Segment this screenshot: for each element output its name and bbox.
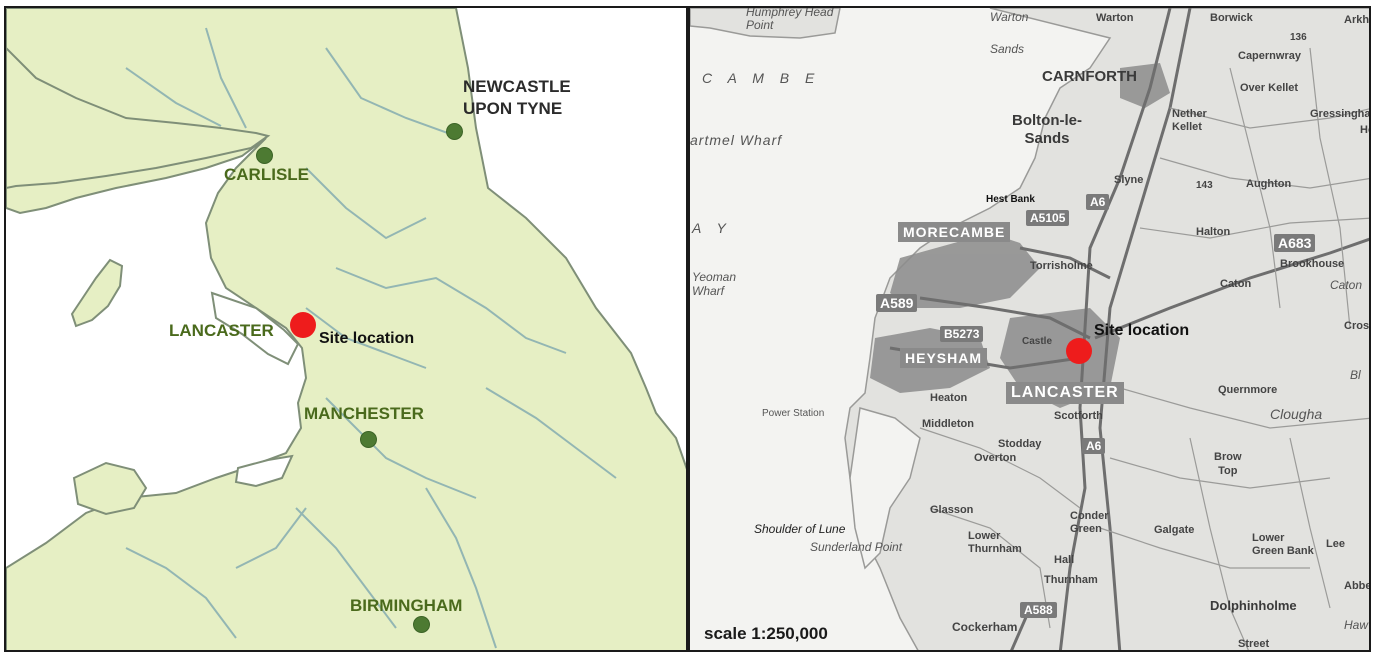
place-num-136: 136 <box>1290 32 1307 43</box>
place-middleton: Middleton <box>922 418 974 430</box>
place-arkh: Arkh <box>1344 14 1370 26</box>
place-thurnham: Thurnham <box>1044 574 1098 586</box>
isle-of-man <box>70 258 124 328</box>
place-cockerham: Cockerham <box>952 620 1018 634</box>
place-dolphinholme: Dolphinholme <box>1210 598 1297 613</box>
place-carnforth: CARNFORTH <box>1042 68 1137 85</box>
place-nether-kellet: Nether Kellet <box>1172 108 1207 133</box>
place-shoulder-of-lune: Shoulder of Lune <box>754 522 846 536</box>
map-scale: scale 1:250,000 <box>704 624 828 643</box>
place-galgate: Galgate <box>1154 524 1195 536</box>
place-haw: Haw <box>1344 618 1369 632</box>
mainland <box>6 8 686 650</box>
road-shield-a588: A588 <box>1020 602 1057 618</box>
overview-map-graphic <box>6 8 686 650</box>
site-location-label: Site location <box>319 330 415 347</box>
place-overton: Overton <box>974 452 1017 464</box>
place-halton: Halton <box>1196 226 1231 238</box>
road-shield-a5105: A5105 <box>1026 210 1070 226</box>
place-brow-top: Brow Top <box>1214 451 1242 477</box>
place-warton: Warton <box>1096 12 1134 24</box>
place-sands: Sands <box>990 42 1025 56</box>
road-shield-b5273: B5273 <box>940 326 984 342</box>
detail-map[interactable]: Humphrey Head Point Warton Sands Warton … <box>688 6 1371 652</box>
city-dot-manchester <box>360 431 377 448</box>
city-dot-carlisle <box>256 147 273 164</box>
city-label-lancaster: LANCASTER <box>169 321 274 340</box>
place-capernwray: Capernwray <box>1238 50 1301 62</box>
place-bolton-le-sands: Bolton-le- Sands <box>1012 112 1082 147</box>
place-hest-bank: Hest Bank <box>986 194 1035 205</box>
place-lee: Lee <box>1326 538 1345 550</box>
place-num-143: 143 <box>1196 180 1213 191</box>
road-shield-a683: A683 <box>1274 234 1316 252</box>
site-location-label-detail: Site location <box>1094 322 1190 339</box>
road-shield-a6-north: A6 <box>1086 194 1110 210</box>
morecambe-bay <box>210 291 300 366</box>
city-dot-newcastle <box>446 123 463 140</box>
place-gressingham: Gressingham <box>1310 108 1371 120</box>
place-quernmore: Quernmore <box>1218 384 1278 396</box>
detail-map-graphic <box>690 8 1369 650</box>
place-scotforth: Scotforth <box>1054 410 1103 422</box>
place-lower-thurnham: Lower Thurnham <box>968 530 1022 555</box>
place-castle: Castle <box>1022 336 1053 347</box>
place-over-kellet: Over Kellet <box>1240 82 1299 94</box>
headland-nw <box>690 8 841 39</box>
city-label-carlisle: CARLISLE <box>224 165 309 184</box>
place-power-station: Power Station <box>762 408 825 419</box>
place-clougha: Clougha <box>1270 406 1323 422</box>
place-abbey: Abbe <box>1344 580 1371 592</box>
place-heaton: Heaton <box>930 392 968 404</box>
place-cartmel-wharf: artmel Wharf <box>690 132 783 148</box>
place-yeoman-wharf: Yeoman Wharf <box>692 270 737 298</box>
place-sunderland-point: Sunderland Point <box>810 540 903 554</box>
overview-map[interactable]: NEWCASTLE UPON TYNE CARLISLE LANCASTER S… <box>4 6 688 652</box>
anglesey <box>72 461 148 516</box>
place-lower-green-bank: Lower Green Bank <box>1252 532 1314 557</box>
rivers <box>125 27 617 649</box>
place-ho: Ho <box>1360 124 1369 136</box>
place-street: Street <box>1238 638 1270 650</box>
place-humphrey-head: Humphrey Head Point <box>746 6 834 32</box>
minor-roads <box>919 47 1369 650</box>
place-warton-sands: Warton <box>990 10 1029 24</box>
place-caton: Caton <box>1220 278 1252 290</box>
place-heysham: HEYSHAM <box>900 348 988 368</box>
place-torrisholme: Torrisholme <box>1030 260 1093 272</box>
place-hall: Hall <box>1054 554 1075 566</box>
road-shield-a6-south: A6 <box>1082 438 1106 454</box>
place-borwick: Borwick <box>1210 12 1253 24</box>
place-cross: Cross <box>1344 320 1370 332</box>
bay-name-part-b: A Y <box>692 220 732 236</box>
place-conder-green: Conder Green <box>1070 510 1109 535</box>
place-bl: Bl <box>1350 368 1361 382</box>
scotland <box>6 8 271 190</box>
place-glasson: Glasson <box>930 504 974 516</box>
place-brookhouse: Brookhouse <box>1280 258 1345 270</box>
city-label-newcastle: NEWCASTLE UPON TYNE <box>463 77 571 118</box>
bay-name-part-a: C A M B E <box>702 70 821 86</box>
lune-estuary <box>849 407 921 570</box>
mersey-dee-estuary <box>234 454 294 488</box>
road-shield-a589: A589 <box>876 294 918 312</box>
city-label-birmingham: BIRMINGHAM <box>350 596 463 615</box>
place-morecambe: MORECAMBE <box>898 222 1011 242</box>
place-stodday: Stodday <box>998 438 1042 450</box>
site-location-marker[interactable] <box>290 312 316 338</box>
city-label-manchester: MANCHESTER <box>304 404 424 423</box>
site-location-marker-detail[interactable] <box>1066 338 1092 364</box>
place-caton-italic: Caton <box>1330 278 1363 292</box>
place-aughton: Aughton <box>1246 178 1292 190</box>
city-dot-birmingham <box>413 616 430 633</box>
place-lancaster: LANCASTER <box>1006 382 1124 404</box>
place-slyne: Slyne <box>1114 174 1144 186</box>
